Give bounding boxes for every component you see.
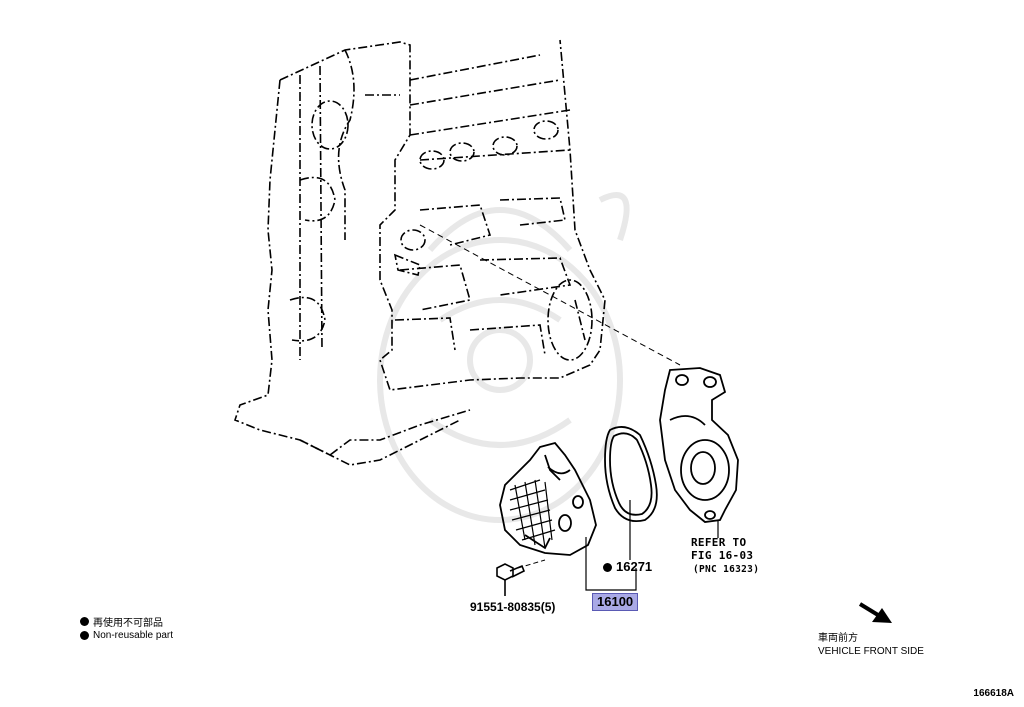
vehicle-front-en: VEHICLE FRONT SIDE (818, 646, 924, 657)
part-number-bolt[interactable]: 91551-80835(5) (470, 600, 556, 614)
front-direction-arrow-icon (858, 602, 892, 623)
housing-drawing (659, 367, 739, 523)
refer-to-label: REFER TO (691, 536, 747, 549)
callout-leaders (585, 500, 719, 591)
non-reusable-bullet-icon (80, 631, 89, 640)
legend-jp-text: 再使用不可部品 (93, 618, 163, 629)
refer-fig-link[interactable]: FIG 16-03 (691, 549, 754, 562)
legend-en-text: Non-reusable part (93, 630, 174, 641)
bolt-drawing (496, 563, 526, 596)
refer-pnc-label: (PNC 16323) (693, 564, 760, 575)
bullet-callout-16271[interactable]: 16271 (603, 559, 652, 574)
illustration-id: 166618A (973, 688, 1014, 699)
non-reusable-bullet-icon (603, 563, 612, 573)
water-pump-drawing (499, 441, 597, 556)
non-reusable-bullet-icon (80, 617, 89, 626)
vehicle-front-jp: 車両前方 (818, 633, 858, 644)
watermark-emblem (377, 192, 630, 523)
part-number-16100[interactable]: 16100 (592, 593, 639, 611)
engine-block-drawing (234, 39, 606, 466)
gasket-drawing (604, 426, 658, 523)
part-number-16271: 16271 (616, 559, 653, 574)
legend-jp: 再使用不可部品 (80, 614, 163, 629)
legend-en: Non-reusable part (80, 630, 173, 641)
assembly-leader-line (419, 224, 681, 366)
